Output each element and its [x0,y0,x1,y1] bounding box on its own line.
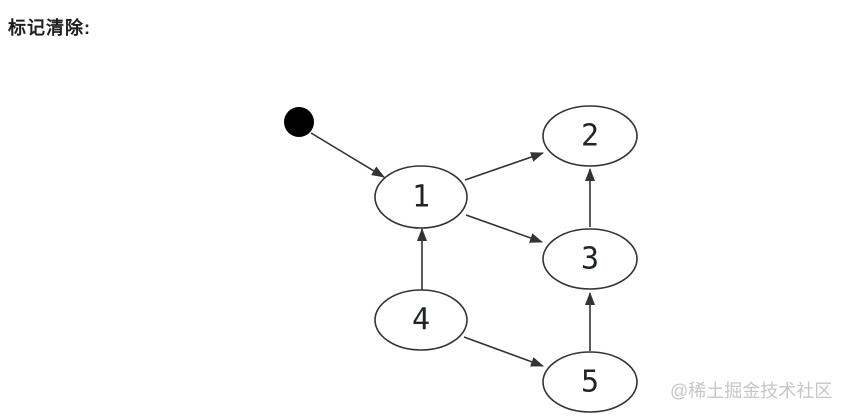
node-ellipse [542,351,638,413]
node-ellipse [542,228,638,290]
node-label: 1 [412,180,430,215]
graph-node-3: 3 [542,228,638,290]
edge-1-to-2 [464,152,544,181]
node-label: 3 [581,242,599,277]
root-node [284,107,314,137]
edge-root-to-1 [310,132,385,178]
page-title: 标记清除: [8,18,91,38]
node-label: 5 [581,365,599,400]
graph-node-1: 1 [374,165,468,229]
graph-node-5: 5 [542,351,638,413]
graph-node-2: 2 [542,105,638,167]
edge-1-to-3 [465,214,543,243]
node-ellipse [542,105,638,167]
node-ellipse [374,289,468,351]
node-ellipse [374,165,468,229]
edge-4-to-5 [463,336,544,367]
graph-node-4: 4 [374,289,468,351]
watermark: @稀土掘金技术社区 [670,381,833,401]
node-label: 4 [412,303,430,338]
node-label: 2 [581,119,599,154]
